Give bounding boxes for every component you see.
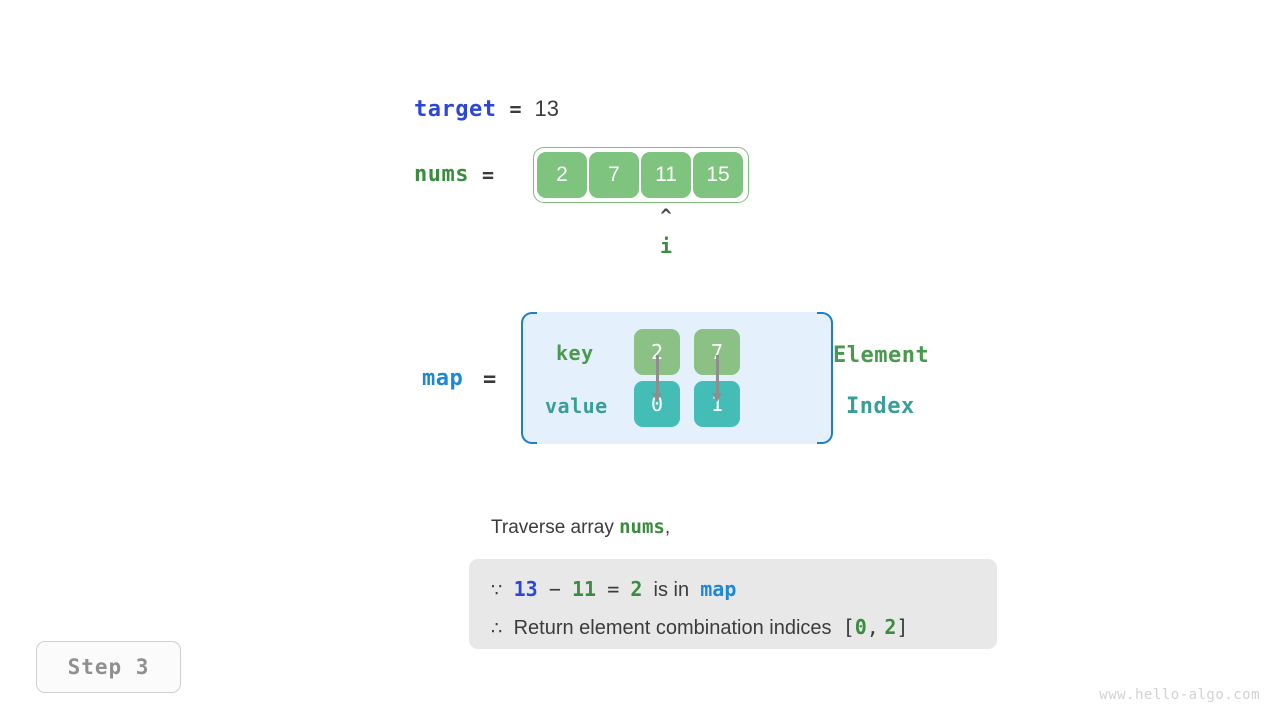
map-element-side-label: Element xyxy=(833,343,930,368)
explanation-line-because: ∵ 13 − 11 = 2 is in map xyxy=(491,571,997,609)
nums-variable-label: nums xyxy=(414,162,469,187)
step-badge: Step 3 xyxy=(36,641,181,693)
nums-equals-sign: = xyxy=(481,162,495,187)
array-cell: 15 xyxy=(693,152,743,198)
array-cell: 7 xyxy=(589,152,639,198)
caption-suffix: , xyxy=(664,517,671,538)
array-cell: 2 xyxy=(537,152,587,198)
explanation-line-therefore: ∴ Return element combination indices [0,… xyxy=(491,609,997,647)
info-equals-sign: = xyxy=(607,577,620,601)
info-index-b: 2 xyxy=(884,615,897,639)
info-return-text: Return element combination indices xyxy=(513,617,832,639)
index-pointer-caret-icon: ^ xyxy=(660,205,672,227)
map-key-cell: 7 xyxy=(694,329,740,375)
info-complement-value: 2 xyxy=(630,577,643,601)
info-is-in-text: is in xyxy=(653,579,690,601)
target-equals-sign: = xyxy=(509,97,522,121)
info-target-value: 13 xyxy=(513,577,538,601)
caption-prefix: Traverse array xyxy=(491,517,620,538)
target-value: 13 xyxy=(534,96,560,121)
caption-text: Traverse array nums, xyxy=(491,516,670,539)
target-row: target = 13 xyxy=(414,96,559,122)
info-index-a: 0 xyxy=(854,615,867,639)
map-key-row-label: key xyxy=(556,341,594,365)
map-equals-sign: = xyxy=(483,367,497,392)
index-pointer-label: i xyxy=(659,234,673,258)
map-value-row-label: value xyxy=(545,394,608,418)
array-cell: 11 xyxy=(641,152,691,198)
info-comma: , xyxy=(866,615,879,639)
info-close-bracket: ] xyxy=(896,615,909,639)
explanation-box: ∵ 13 − 11 = 2 is in map ∴ Return element… xyxy=(469,559,997,649)
map-key-to-value-arrow-icon xyxy=(712,355,722,402)
info-current-value: 11 xyxy=(571,577,597,601)
watermark: www.hello-algo.com xyxy=(1099,687,1260,703)
because-symbol-icon: ∵ xyxy=(491,580,503,601)
map-index-side-label: Index xyxy=(846,394,915,419)
info-minus-sign: − xyxy=(548,577,561,601)
caption-code-nums: nums xyxy=(619,516,665,538)
nums-array-container: 2 7 11 15 xyxy=(533,147,749,203)
nums-row: nums = xyxy=(414,162,494,187)
info-map-code: map xyxy=(700,577,737,601)
target-variable-label: target xyxy=(414,97,497,122)
map-key-to-value-arrow-icon xyxy=(652,355,662,402)
map-variable-label: map xyxy=(422,366,464,391)
info-open-bracket: [ xyxy=(842,615,855,639)
therefore-symbol-icon: ∴ xyxy=(491,618,503,639)
